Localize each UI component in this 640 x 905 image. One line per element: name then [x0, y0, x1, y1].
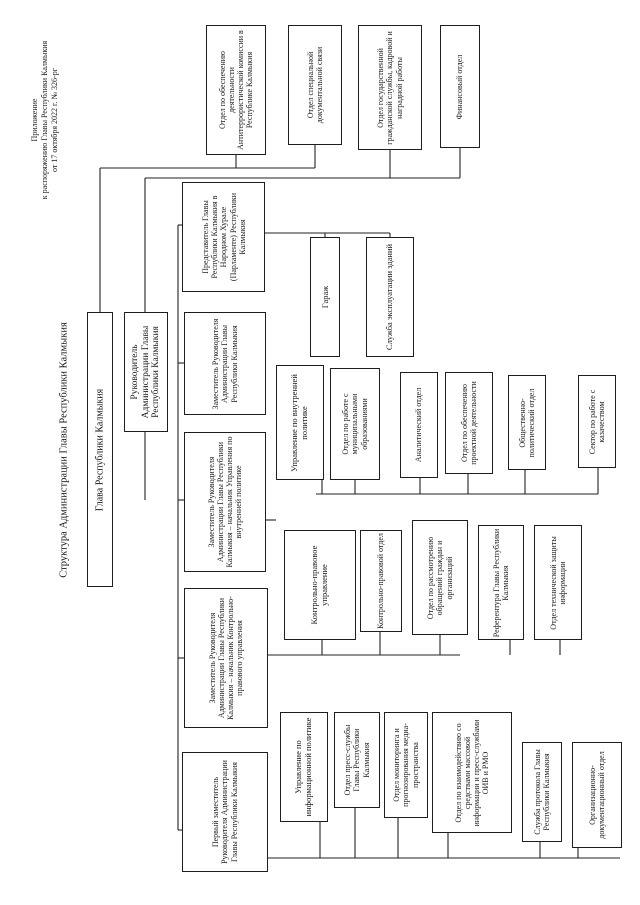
unit-press-service: Отдел пресс-службы Главы Республики Калм… — [334, 712, 380, 808]
info-policy-dept-label: Управление по информационной политике — [293, 717, 313, 817]
deputy-control-legal-label: Заместитель Руководителя Администрации Г… — [207, 596, 245, 720]
page-title-text: Структура Администрации Главы Республики… — [58, 322, 70, 578]
unit-analytics-label: Аналитический отдел — [414, 387, 424, 463]
unit-tech-protection: Отдел технической защиты информации — [534, 525, 582, 640]
deputy-representative: Представитель Главы Республики Калмыкия … — [182, 182, 265, 292]
control-legal-dept-label: Контрольно-правовое управление — [309, 545, 329, 625]
unit-public-political: Общественно-политический отдел — [508, 375, 546, 470]
unit-org-documentation-label: Организационно-документационный отдел — [587, 751, 606, 839]
top-unit-special-comms: Отдел специальной документальной связи — [288, 25, 342, 145]
unit-municipal: Отдел по работе с муниципальными образов… — [330, 368, 380, 480]
unit-cossacks: Сектор по работе с казачеством — [578, 375, 616, 468]
deputy-control-legal: Заместитель Руководителя Администрации Г… — [184, 588, 268, 728]
unit-press-service-label: Отдел пресс-службы Главы Республики Калм… — [343, 724, 371, 796]
unit-control-legal: Контрольно-правовой отдел — [360, 530, 402, 632]
top-unit-antiterror: Отдел по обеспечению деятельности Антите… — [206, 25, 266, 155]
unit-project-label: Отдел по обеспечению проектной деятельно… — [459, 381, 478, 465]
deputy-representative-label: Представитель Главы Республики Калмыкия … — [200, 192, 247, 282]
unit-garage-label: Гараж — [320, 285, 330, 309]
unit-protocol-label: Служба протокола Главы Республики Калмык… — [532, 749, 551, 835]
unit-tech-protection-label: Отдел технической защиты информации — [548, 535, 567, 630]
unit-referentura-label: Референтура Главы Республики Калмыкия — [491, 528, 510, 637]
unit-municipal-label: Отдел по работе с муниципальными образов… — [341, 393, 369, 455]
unit-project: Отдел по обеспечению проектной деятельно… — [445, 372, 493, 474]
top-unit-finance-label: Финансовый отдел — [455, 54, 465, 119]
unit-mass-media-label: Отдел по взаимодействию со средствами ма… — [453, 719, 491, 826]
unit-org-documentation: Организационно-документационный отдел — [572, 742, 622, 848]
unit-citizen-appeals-label: Отдел по рассмотрению обращений граждан … — [426, 536, 454, 619]
unit-protocol: Служба протокола Главы Республики Калмык… — [522, 742, 562, 842]
deputy-head-label: Заместитель Руководителя Администрации Г… — [211, 318, 239, 409]
unit-referentura: Референтура Главы Республики Калмыкия — [478, 525, 524, 640]
head-label: Глава Республики Калмыкия — [94, 388, 106, 511]
deputy-first-label: Первый заместитель Руководителя Админист… — [211, 760, 239, 864]
unit-media-monitoring-label: Отдел мониторинга и прогнозирования меди… — [392, 723, 420, 807]
unit-mass-media: Отдел по взаимодействию со средствами ма… — [432, 712, 512, 833]
unit-public-political-label: Общественно-политический отдел — [517, 388, 536, 457]
unit-building-service: Служба эксплуатации зданий — [366, 237, 414, 357]
appendix-line-3: от 17 октября 2022 г. № 326-рг — [50, 68, 59, 172]
appendix-line-2: к распоряжению Главы Республики Калмыкия — [40, 40, 49, 200]
top-unit-civil-service-label: Отдел государственной гражданской службы… — [376, 30, 404, 145]
appendix-note: Приложение к распоряжению Главы Республи… — [10, 20, 80, 220]
unit-building-service-label: Служба эксплуатации зданий — [384, 243, 395, 351]
internal-policy-dept-label: Управление по внутренней политике — [289, 373, 309, 472]
internal-policy-dept: Управление по внутренней политике — [276, 365, 324, 480]
unit-garage: Гараж — [310, 237, 340, 357]
deputy-internal-policy-label: Заместитель Руководителя Администрации Г… — [206, 436, 244, 568]
top-unit-antiterror-label: Отдел по обеспечению деятельности Антите… — [217, 30, 255, 150]
deputy-first: Первый заместитель Руководителя Админист… — [182, 752, 268, 872]
unit-citizen-appeals: Отдел по рассмотрению обращений граждан … — [412, 520, 468, 635]
deputy-internal-policy: Заместитель Руководителя Администрации Г… — [184, 432, 266, 572]
info-policy-dept: Управление по информационной политике — [280, 712, 328, 822]
page-title: Структура Администрации Главы Республики… — [56, 300, 72, 600]
chief-box: Руководитель Администрации Главы Республ… — [124, 312, 168, 432]
head-box: Глава Республики Калмыкия — [87, 312, 113, 587]
unit-control-legal-label: Контрольно-правовой отдел — [376, 533, 386, 629]
chief-label: Руководитель Администрации Главы Республ… — [129, 325, 162, 419]
control-legal-dept: Контрольно-правовое управление — [284, 530, 356, 640]
unit-cossacks-label: Сектор по работе с казачеством — [587, 389, 606, 454]
deputy-head: Заместитель Руководителя Администрации Г… — [184, 312, 266, 415]
top-unit-finance: Финансовый отдел — [440, 25, 480, 148]
top-unit-civil-service: Отдел государственной гражданской службы… — [358, 25, 422, 150]
unit-analytics: Аналитический отдел — [400, 372, 438, 478]
top-unit-special-comms-label: Отдел специальной документальной связи — [305, 46, 324, 124]
appendix-line-1: Приложение — [30, 98, 39, 142]
unit-media-monitoring: Отдел мониторинга и прогнозирования меди… — [384, 712, 428, 818]
